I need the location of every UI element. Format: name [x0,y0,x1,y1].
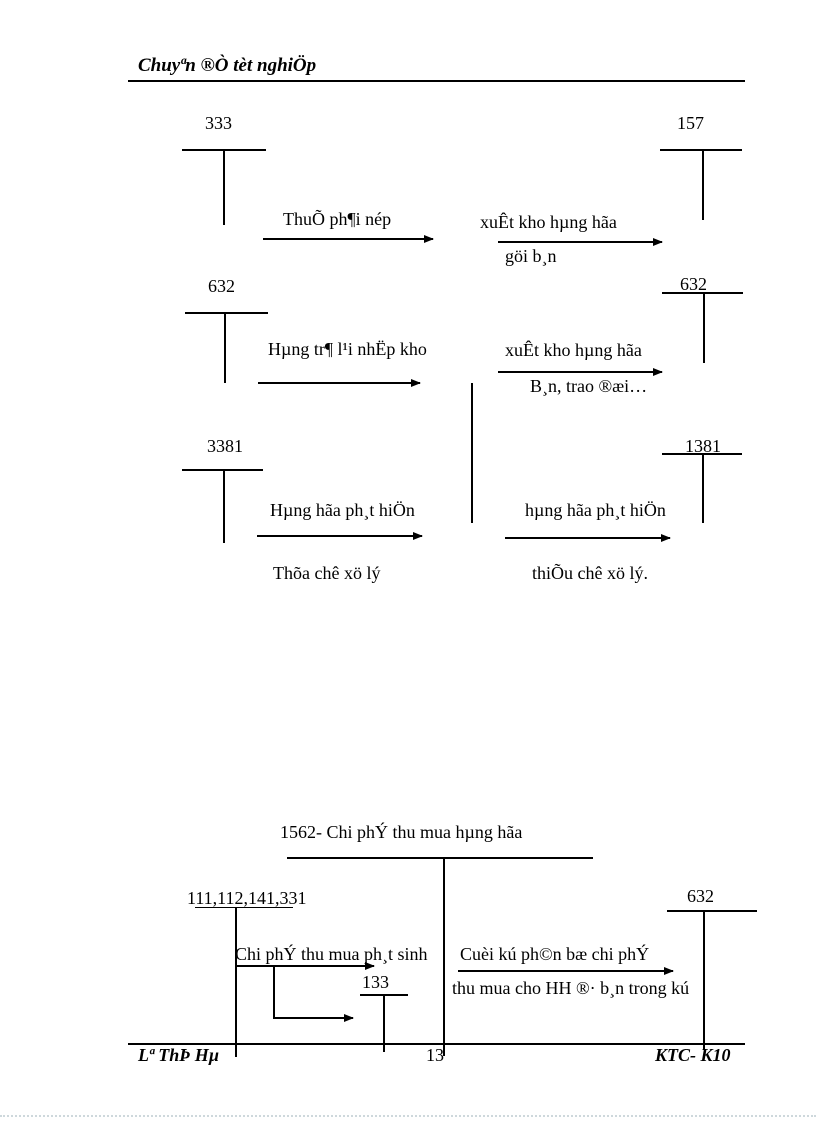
t-account-632-bottom-stem [703,910,705,1050]
t-account-632-left-line [185,312,268,314]
t-account-1562-line [287,857,593,859]
flow2-right-label-bottom: B¸n, trao ®æi… [530,376,648,396]
account-number-133: 133 [362,972,389,992]
page-bottom-dotted-edge [0,1115,816,1117]
footer-class-code: KTC- K10 [655,1045,731,1065]
payment-account-underline [195,907,293,909]
flow3-right-arrow [505,537,670,539]
t-account-632-bottom-line [667,910,757,912]
flow2-left-arrow [258,382,420,384]
flow1-left-label: ThuÕ ph¶i nép [283,209,392,229]
incurred-cost-label: Chi phÝ thu mua ph¸t sinh [235,944,428,964]
flow3-left-arrow [257,535,422,537]
t-account-1381-stem [702,453,704,523]
flow2-left-label: Hµng tr¶ l¹i nhËp kho [268,339,427,359]
flow3-left-label-bottom: Thõa chê xö lý [273,563,381,583]
footer-rule [128,1043,745,1045]
account-number-payment: 111,112,141,331 [187,888,307,908]
page-number: 13 [426,1045,444,1065]
t-account-333-stem [223,149,225,225]
account-number-632-bottom: 632 [687,886,714,906]
account-number-333: 333 [205,113,232,133]
connector-arrow [273,1017,353,1019]
incurred-cost-arrow [235,965,374,967]
flow3-left-label-top: Hµng hãa ph¸t hiÖn [270,500,415,520]
flow1-left-arrow [263,238,433,240]
account-number-1381: 1381 [685,436,721,456]
connector-vertical-line [273,966,275,1018]
account-number-3381: 3381 [207,436,243,456]
t-account-632-right-line [662,292,743,294]
t-account-3381-stem [223,469,225,543]
flow1-right-label-bottom: göi b¸n [505,246,557,266]
flow3-right-label-bottom: thiÕu chê xö lý. [532,563,648,583]
t-account-632-right-stem [703,292,705,363]
account-number-632-right: 632 [680,274,707,294]
allocation-label-bottom: thu mua cho HH ®· b¸n trong kú [452,978,690,998]
cost-diagram-title: 1562- Chi phÝ thu mua hµng hãa [280,822,523,842]
payment-account-stem [235,907,237,1057]
t-account-133-stem [383,994,385,1052]
header-rule [128,80,745,82]
t-account-1562-stem [443,857,445,1056]
flow1-right-arrow [498,241,662,243]
allocation-label-top: Cuèi kú ph©n bæ chi phÝ [460,944,650,964]
account-number-632-left: 632 [208,276,235,296]
flow2-right-arrow [498,371,662,373]
t-account-157-stem [702,149,704,220]
t-account-632-left-stem [224,312,226,383]
t-account-157-line [660,149,742,151]
flow3-right-label-top: hµng hãa ph¸t hiÖn [525,500,666,520]
allocation-arrow [458,970,673,972]
middle-divider-line [471,383,473,523]
flow2-right-label-top: xuÊt kho hµng hãa [505,340,642,360]
t-account-3381-line [182,469,263,471]
account-number-157: 157 [677,113,704,133]
page-header-title: Chuyªn ®Ò tèt nghiÖp [138,55,317,76]
flow1-right-label-top: xuÊt kho hµng hãa [480,212,617,232]
footer-author: Lª ThÞ Hµ [138,1045,220,1065]
